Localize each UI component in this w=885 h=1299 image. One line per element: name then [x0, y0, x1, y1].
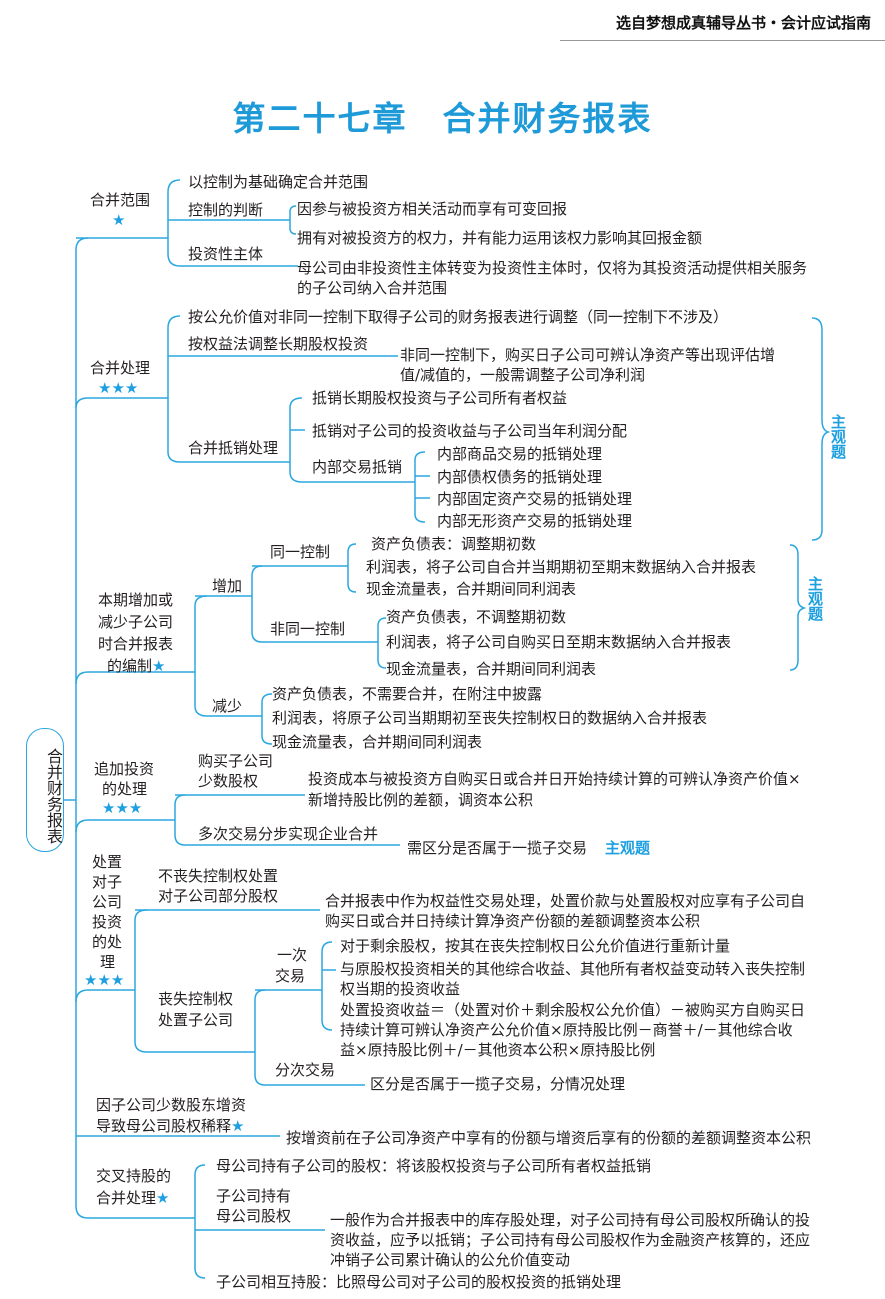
s2-label: 合并处理 — [90, 359, 151, 377]
s3-leaf: 现金流量表，合并期间同利润表 — [272, 733, 483, 751]
s5-item: 丧失控制权 — [158, 990, 234, 1008]
s1-item: 控制的判断 — [188, 201, 264, 219]
s3-decrease: 减少 — [212, 697, 243, 715]
s7-item: 子公司持有 — [216, 1187, 292, 1205]
s1-subitem: 的子公司纳入合并范围 — [297, 279, 448, 297]
s6-label: 因子公司少数股东增资 — [96, 1096, 247, 1114]
s3-label: 时合并报表 — [98, 635, 174, 653]
chapter-title: 第二十七章 合并财务报表 — [232, 99, 653, 138]
root-node-consolidated-statements: 合并财务报表 — [26, 728, 64, 852]
book-series-header: 选自梦想成真辅导丛书・会计应试指南 — [615, 14, 871, 32]
s4-note: 投资成本与被投资方自购买日或合并日开始持续计算的可辨认净资产价值× — [308, 770, 801, 788]
s3-leaf: 资产负债表：调整期初数 — [371, 535, 537, 553]
s1-subitem: 拥有对被投资方的权力，并有能力运用该权力影响其回报金额 — [297, 229, 703, 247]
subjective-question-tag: 主观题 — [605, 839, 651, 857]
s5-label: 理 — [100, 953, 116, 971]
s2-note: 非同一控制下，购买日子公司可辨认净资产等出现评估增 — [400, 346, 776, 364]
s7-label-text: 合并处理 — [96, 1189, 157, 1207]
s3-leaf: 现金流量表，合并期间同利润表 — [386, 660, 597, 678]
s5-item: 对子公司部分股权 — [158, 887, 279, 905]
s2-leaf: 内部债权债务的抵销处理 — [437, 468, 603, 486]
s7-item: 子公司相互持股：比照母公司对子公司的股权投资的抵销处理 — [216, 1273, 622, 1291]
s5-once: 交易 — [275, 967, 306, 985]
s1-stars: ★ — [112, 211, 126, 229]
s5-item: 不丧失控制权处置 — [158, 867, 279, 885]
s1-label: 合并范围 — [90, 191, 151, 209]
s5-note: 合并报表中作为权益性交易处理，处置价款与处置股权对应享有子公司自 — [325, 892, 806, 910]
s5-leaf: 持续计算可辨认净资产公允价值×原持股比例－商誉＋/－其他综合收 — [340, 1021, 793, 1039]
subjective-question-tag: 主观题 — [806, 576, 824, 621]
s6-note: 按增资前在子公司净资产中享有的份额与增资后享有的份额的差额调整资本公积 — [286, 1129, 812, 1147]
s3-leaf: 资产负债表，不调整期初数 — [386, 608, 567, 626]
s4-item: 多次交易分步实现企业合并 — [198, 825, 379, 843]
s5-label: 公司 — [92, 893, 123, 911]
s3-leaf: 利润表，将原子公司当期期初至丧失控制权日的数据纳入合并报表 — [272, 709, 708, 727]
s2-subitem: 抵销长期股权投资与子公司所有者权益 — [312, 389, 568, 407]
s3-leaf: 资产负债表，不需要合并，在附注中披露 — [272, 685, 543, 703]
s7-label: 交叉持股的 — [96, 1167, 172, 1185]
s5-label: 的处 — [92, 933, 123, 951]
s5-leaf: 权当期的投资收益 — [340, 980, 461, 998]
s1-subitem: 因参与被投资方相关活动而享有可变回报 — [297, 200, 568, 218]
s7-label: 合并处理★ — [96, 1188, 169, 1208]
s2-leaf: 内部无形资产交易的抵销处理 — [437, 512, 633, 530]
s4-label: 的处理 — [102, 780, 148, 798]
s2-note: 值/减值的，一般需调整子公司净利润 — [400, 366, 646, 384]
s4-stars: ★★★ — [102, 799, 143, 817]
s5-stars: ★★★ — [84, 971, 125, 989]
s5-leaf: 区分是否属于一揽子交易，分情况处理 — [370, 1075, 626, 1093]
s7-note: 资收益，应予以抵销；子公司持有母公司股权作为金融资产核算的，还应 — [330, 1231, 811, 1249]
s7-stars: ★ — [156, 1189, 170, 1207]
s7-note: 一般作为合并报表中的库存股处理，对子公司持有母公司股权所确认的投 — [330, 1211, 811, 1229]
s5-label: 投资 — [92, 913, 123, 931]
s6-label: 导致母公司股权稀释★ — [96, 1116, 244, 1136]
s5-item: 处置子公司 — [158, 1011, 234, 1029]
s2-item: 按公允价值对非同一控制下取得子公司的财务报表进行调整（同一控制下不涉及） — [188, 308, 729, 326]
s5-note: 购买日或合并日持续计算净资产份额的差额调整资本公积 — [325, 912, 701, 930]
s3-label: 的编制★ — [107, 656, 165, 676]
header-divider — [560, 40, 885, 41]
s5-leaf: 与原股权投资相关的其他综合收益、其他所有者权益变动转入丧失控制 — [340, 960, 806, 978]
s5-leaf: 对于剩余股权，按其在丧失控制权日公允价值进行重新计量 — [340, 937, 731, 955]
s3-increase: 增加 — [212, 577, 243, 595]
s7-note: 冲销子公司累计确认的公允价值变动 — [330, 1251, 571, 1269]
s2-stars: ★★★ — [98, 379, 139, 397]
s4-note: 需区分是否属于一揽子交易主观题 — [407, 838, 650, 858]
s5-label: 对子 — [92, 873, 123, 891]
s5-leaf: 益×原持股比例＋/－其他资本公积×原持股比例 — [340, 1041, 656, 1059]
s3-same-control: 同一控制 — [270, 543, 331, 561]
s3-label: 减少子公司 — [98, 613, 174, 631]
s3-leaf: 现金流量表，合并期间同利润表 — [366, 580, 577, 598]
s2-subitem: 抵销对子公司的投资收益与子公司当年利润分配 — [312, 422, 628, 440]
s7-item: 母公司持有子公司的股权：将该股权投资与子公司所有者权益抵销 — [216, 1157, 652, 1175]
s5-once: 一次 — [277, 946, 308, 964]
s3-stars: ★ — [152, 657, 166, 675]
s5-multi: 分次交易 — [275, 1061, 336, 1079]
s4-item: 购买子公司 — [198, 752, 274, 770]
s1-item: 以控制为基础确定合并范围 — [188, 173, 369, 191]
s2-item: 按权益法调整长期股权投资 — [188, 335, 369, 353]
subjective-question-tag: 主观题 — [829, 414, 847, 459]
s2-leaf: 内部商品交易的抵销处理 — [437, 445, 603, 463]
s4-label: 追加投资 — [94, 760, 155, 778]
s4-item: 少数股权 — [198, 772, 259, 790]
s5-leaf: 处置投资收益＝（处置对价＋剩余股权公允价值）－被购买方自购买日 — [340, 1001, 806, 1019]
s3-label: 本期增加或 — [98, 591, 174, 609]
s2-item: 合并抵销处理 — [188, 439, 279, 457]
s2-subitem: 内部交易抵销 — [312, 458, 403, 476]
s3-label-text: 的编制 — [107, 657, 153, 675]
s3-leaf: 利润表，将子公司自购买日至期末数据纳入合并报表 — [386, 633, 732, 651]
s3-leaf: 利润表，将子公司自合并当期期初至期末数据纳入合并报表 — [366, 558, 757, 576]
s6-label-text: 导致母公司股权稀释 — [96, 1117, 232, 1135]
s1-item: 投资性主体 — [188, 245, 264, 263]
s4-note: 新增持股比例的差额，调资本公积 — [308, 791, 534, 809]
s3-diff-control: 非同一控制 — [270, 620, 346, 638]
s2-leaf: 内部固定资产交易的抵销处理 — [437, 490, 633, 508]
s7-item: 母公司股权 — [216, 1207, 292, 1225]
s5-label: 处置 — [92, 853, 123, 871]
s4-note-text: 需区分是否属于一揽子交易 — [407, 839, 588, 857]
s1-subitem: 母公司由非投资性主体转变为投资性主体时，仅将为其投资活动提供相关服务 — [297, 259, 808, 277]
s6-stars: ★ — [231, 1117, 245, 1135]
